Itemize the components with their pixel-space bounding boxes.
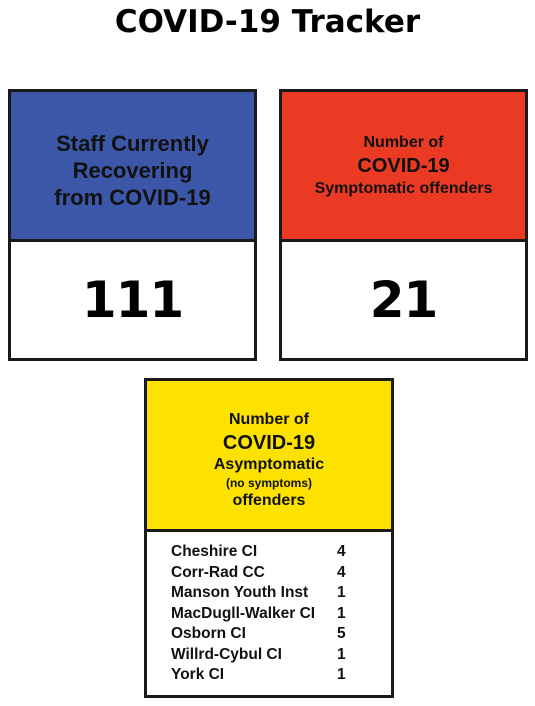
symptomatic-label-line-1: Number of xyxy=(363,133,444,151)
facility-count: 1 xyxy=(337,584,346,601)
facility-list: Cheshire CI 4 Corr-Rad CC 4 Manson Youth… xyxy=(147,532,391,686)
facility-name: MacDugll-Walker CI xyxy=(171,604,316,622)
list-item: Cheshire CI 4 xyxy=(171,542,391,563)
symptomatic-offenders-card: Number of COVID-19 Symptomatic offenders… xyxy=(279,89,528,361)
asymptomatic-label-line-5: offenders xyxy=(232,492,306,509)
list-item: Corr-Rad CC 4 xyxy=(171,563,391,584)
list-item: York CI 1 xyxy=(171,665,391,686)
facility-name: Willrd-Cybul CI xyxy=(171,645,282,663)
staff-label-line-2: Recovering xyxy=(72,158,193,183)
symptomatic-label-line-3: Symptomatic offenders xyxy=(314,179,493,197)
asymptomatic-label-line-2: COVID-19 xyxy=(222,432,316,454)
page-title: COVID-19 Tracker xyxy=(114,4,421,40)
list-item: Osborn CI 5 xyxy=(171,624,391,645)
staff-recovering-header: Staff Currently Recovering from COVID-19 xyxy=(11,92,254,242)
symptomatic-label-line-2: COVID-19 xyxy=(357,154,450,177)
staff-label-line-1: Staff Currently xyxy=(56,131,209,156)
list-item: MacDugll-Walker CI 1 xyxy=(171,604,391,625)
symptomatic-header: Number of COVID-19 Symptomatic offenders xyxy=(282,92,525,242)
facility-count: 1 xyxy=(337,666,346,683)
staff-recovering-count: 111 xyxy=(81,271,184,329)
asymptomatic-label-line-1: Number of xyxy=(229,411,309,428)
facility-name: Cheshire CI xyxy=(171,543,258,560)
asymptomatic-label-line-3: Asymptomatic xyxy=(213,456,325,473)
facility-count: 1 xyxy=(337,645,346,663)
list-item: Manson Youth Inst 1 xyxy=(171,583,391,604)
facility-name: Corr-Rad CC xyxy=(171,563,265,581)
facility-name: Manson Youth Inst xyxy=(171,584,309,601)
staff-recovering-card: Staff Currently Recovering from COVID-19… xyxy=(8,89,257,361)
asymptomatic-label-line-4: (no symptoms) xyxy=(225,476,312,490)
staff-label-line-3: from COVID-19 xyxy=(54,185,211,210)
asymptomatic-header: Number of COVID-19 Asymptomatic (no symp… xyxy=(147,381,391,532)
facility-name: Osborn CI xyxy=(171,625,246,642)
symptomatic-count: 21 xyxy=(369,271,439,329)
asymptomatic-offenders-card: Number of COVID-19 Asymptomatic (no symp… xyxy=(144,378,394,698)
facility-count: 1 xyxy=(337,604,346,622)
facility-count: 5 xyxy=(337,625,346,642)
list-item: Willrd-Cybul CI 1 xyxy=(171,645,391,666)
facility-name: York CI xyxy=(171,666,225,683)
facility-count: 4 xyxy=(337,543,346,560)
facility-count: 4 xyxy=(337,563,346,581)
